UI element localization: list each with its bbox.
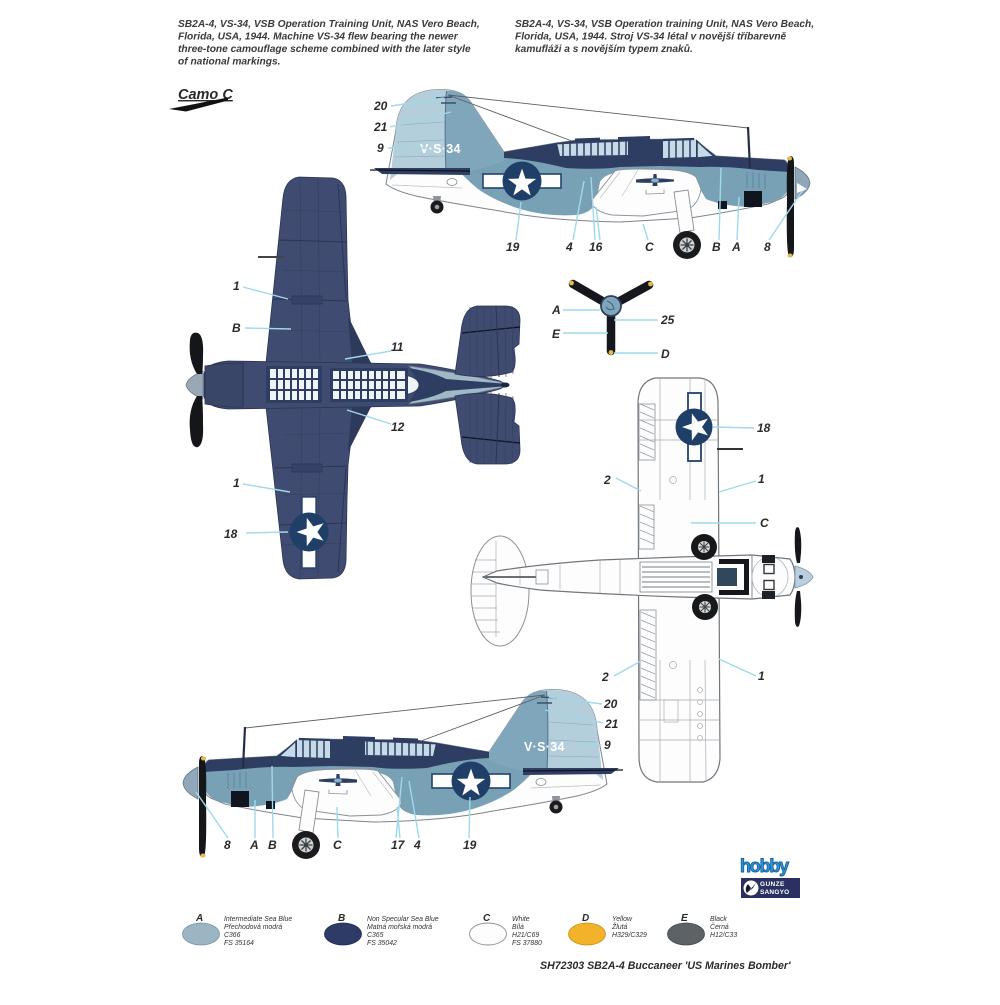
svg-text:Přechodová modrá: Přechodová modrá: [224, 924, 282, 931]
svg-text:White: White: [512, 916, 530, 923]
svg-text:Matná mořská modrá: Matná mořská modrá: [367, 924, 432, 931]
svg-text:B: B: [338, 913, 345, 924]
svg-text:17: 17: [391, 838, 406, 852]
svg-text:1: 1: [233, 476, 240, 490]
svg-text:SB2A-4, VS-34, VSB Operation t: SB2A-4, VS-34, VSB Operation training Un…: [515, 19, 814, 30]
svg-text:Černá: Černá: [710, 922, 729, 931]
svg-text:A: A: [551, 303, 561, 317]
svg-text:GUNZE: GUNZE: [760, 881, 785, 888]
svg-text:C366: C366: [224, 932, 241, 939]
svg-text:SB2A-4, VS-34, VSB Operation T: SB2A-4, VS-34, VSB Operation Training Un…: [178, 19, 480, 30]
svg-text:Non Specular Sea Blue: Non Specular Sea Blue: [367, 916, 439, 923]
svg-text:18: 18: [757, 421, 771, 435]
svg-text:1: 1: [233, 279, 240, 293]
svg-text:19: 19: [506, 240, 520, 254]
svg-text:25: 25: [660, 313, 675, 327]
svg-text:C: C: [760, 516, 769, 530]
svg-text:FS 37880: FS 37880: [512, 940, 542, 947]
svg-text:20: 20: [373, 99, 388, 113]
svg-text:V·S·34: V·S·34: [524, 740, 565, 754]
svg-text:C: C: [483, 913, 491, 924]
svg-text:4: 4: [565, 240, 573, 254]
svg-text:B: B: [268, 838, 277, 852]
svg-text:three-tone camouflage scheme c: three-tone camouflage scheme combined wi…: [178, 44, 471, 55]
svg-text:H21/C69: H21/C69: [512, 932, 539, 939]
svg-text:8: 8: [764, 240, 771, 254]
svg-text:20: 20: [603, 697, 618, 711]
svg-text:D: D: [582, 913, 589, 924]
svg-text:E: E: [681, 913, 688, 924]
svg-text:V·S·34: V·S·34: [420, 142, 461, 156]
svg-text:Intermediate Sea Blue: Intermediate Sea Blue: [224, 916, 292, 923]
svg-text:Black: Black: [710, 916, 727, 923]
svg-text:C365: C365: [367, 932, 384, 939]
svg-text:18: 18: [224, 527, 238, 541]
svg-text:4: 4: [413, 838, 421, 852]
svg-text:SH72303 SB2A-4 Buccaneer 'US: SH72303 SB2A-4 Buccaneer 'US Marines Bom…: [540, 960, 791, 972]
svg-text:21: 21: [373, 120, 388, 134]
svg-text:A: A: [249, 838, 259, 852]
svg-text:D: D: [661, 347, 670, 361]
svg-text:12: 12: [391, 420, 405, 434]
svg-text:1: 1: [758, 669, 765, 683]
svg-text:Florida, USA, 1944. Stroj VS-3: Florida, USA, 1944. Stroj VS-34 létal v …: [515, 32, 787, 43]
svg-text:Yellow: Yellow: [612, 916, 633, 923]
svg-text:Florida, USA, 1944. Machine VS: Florida, USA, 1944. Machine VS-34 flew b…: [178, 32, 459, 43]
svg-text:kamufláži a s novějším typem z: kamufláži a s novějším typem znaků.: [515, 43, 693, 55]
svg-text:E: E: [552, 327, 561, 341]
svg-text:B: B: [712, 240, 721, 254]
svg-text:Camo C: Camo C: [178, 87, 233, 103]
svg-text:H329/C329: H329/C329: [612, 932, 647, 939]
svg-text:9: 9: [377, 141, 384, 155]
svg-text:19: 19: [463, 838, 477, 852]
svg-text:B: B: [232, 321, 241, 335]
svg-text:of national markings.: of national markings.: [178, 57, 280, 68]
svg-text:2: 2: [603, 473, 611, 487]
svg-text:C: C: [645, 240, 654, 254]
svg-text:8: 8: [224, 838, 231, 852]
svg-text:1: 1: [758, 472, 765, 486]
svg-text:C: C: [333, 838, 342, 852]
svg-text:H12/C33: H12/C33: [710, 932, 737, 939]
svg-text:Žlutá: Žlutá: [611, 922, 627, 931]
svg-text:21: 21: [604, 717, 619, 731]
svg-text:hobby: hobby: [740, 856, 789, 876]
svg-text:A: A: [195, 913, 203, 924]
svg-text:9: 9: [604, 738, 611, 752]
svg-text:FS 35042: FS 35042: [367, 940, 397, 947]
svg-text:Bílá: Bílá: [512, 924, 524, 931]
svg-text:FS 35164: FS 35164: [224, 940, 254, 947]
svg-text:11: 11: [391, 340, 404, 354]
svg-text:A: A: [731, 240, 741, 254]
svg-text:SANGYO: SANGYO: [760, 889, 789, 896]
svg-text:2: 2: [601, 670, 609, 684]
svg-text:16: 16: [589, 240, 603, 254]
